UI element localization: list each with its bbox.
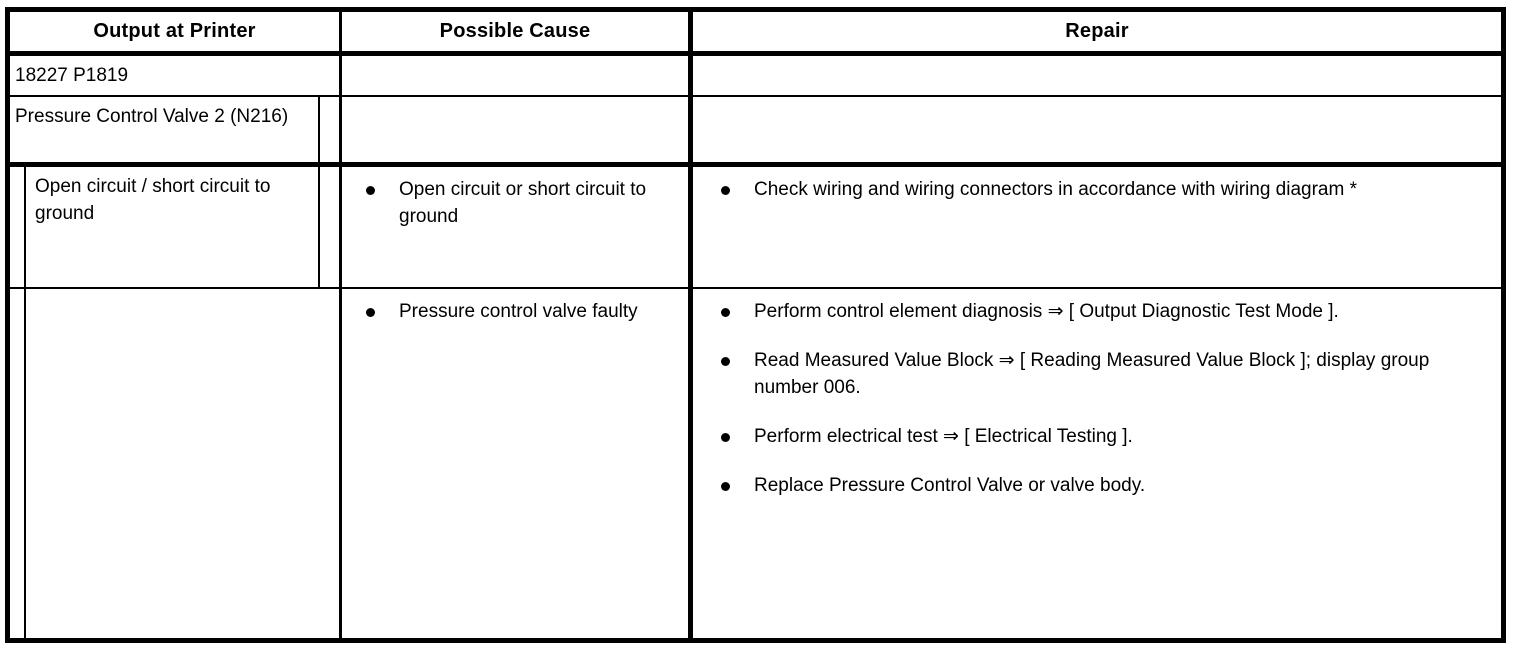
cell-output-at-printer: 18227 P1819 xyxy=(10,56,339,95)
list-item-label: Perform control element diagnosis ⇒ [ Ou… xyxy=(754,301,1339,322)
table-row: Pressure control valve faulty Perform co… xyxy=(10,289,1501,638)
bullet-icon xyxy=(721,186,730,195)
column-subdivider xyxy=(318,167,320,287)
cell-possible-cause xyxy=(339,97,688,162)
list-item: Open circuit or short circuit to ground xyxy=(364,176,680,230)
repair-list: Check wiring and wiring connectors in ac… xyxy=(693,167,1501,225)
bullet-icon xyxy=(721,357,730,366)
cell-repair xyxy=(688,56,1501,95)
column-subdivider-left xyxy=(24,289,26,638)
cell-output-at-printer xyxy=(10,289,339,638)
list-item-label: Check wiring and wiring connectors in ac… xyxy=(754,179,1357,200)
cell-repair: Check wiring and wiring connectors in ac… xyxy=(688,167,1501,287)
list-item: Perform electrical test ⇒ [ Electrical T… xyxy=(719,423,1493,450)
table-row: Open circuit / short circuit to ground O… xyxy=(10,167,1501,289)
possible-cause-list: Pressure control valve faulty xyxy=(342,289,688,325)
component-name-text: Pressure Control Valve 2 (N216) xyxy=(15,106,289,127)
list-item: Perform control element diagnosis ⇒ [ Ou… xyxy=(719,298,1493,325)
column-header-output-at-printer: Output at Printer xyxy=(93,20,256,42)
list-item: Read Measured Value Block ⇒ [ Reading Me… xyxy=(719,347,1493,401)
possible-cause-list: Open circuit or short circuit to ground xyxy=(342,167,688,230)
bullet-icon xyxy=(721,482,730,491)
bullet-icon xyxy=(366,308,375,317)
bullet-icon xyxy=(721,308,730,317)
list-item: Check wiring and wiring connectors in ac… xyxy=(719,176,1493,203)
cell-repair xyxy=(688,97,1501,162)
table-row: 18227 P1819 xyxy=(10,56,1501,97)
table-row: Pressure Control Valve 2 (N216) xyxy=(10,97,1501,167)
fault-description-text: Open circuit / short circuit to ground xyxy=(35,176,271,224)
bullet-icon xyxy=(721,433,730,442)
column-subdivider xyxy=(318,97,320,162)
cell-possible-cause: Pressure control valve faulty xyxy=(339,289,688,638)
list-item-label: Replace Pressure Control Valve or valve … xyxy=(754,475,1146,496)
cell-possible-cause xyxy=(339,56,688,95)
table-header-row: Output at Printer Possible Cause Repair xyxy=(10,12,1501,56)
cell-output-at-printer: Open circuit / short circuit to ground xyxy=(10,167,339,287)
list-item-label: Pressure control valve faulty xyxy=(399,301,638,322)
list-item-label: Open circuit or short circuit to ground xyxy=(399,179,647,227)
column-header-possible-cause: Possible Cause xyxy=(339,12,688,51)
column-header-repair: Repair xyxy=(688,12,1501,51)
list-item-label: Perform electrical test ⇒ [ Electrical T… xyxy=(754,426,1133,447)
column-subdivider-left xyxy=(24,167,26,287)
bullet-icon xyxy=(366,186,375,195)
repair-list: Perform control element diagnosis ⇒ [ Ou… xyxy=(693,289,1501,521)
fault-diagnosis-table: Output at Printer Possible Cause Repair … xyxy=(5,7,1506,643)
cell-possible-cause: Open circuit or short circuit to ground xyxy=(339,167,688,287)
fault-code-text: 18227 P1819 xyxy=(15,65,129,86)
list-item: Replace Pressure Control Valve or valve … xyxy=(719,472,1493,499)
cell-repair: Perform control element diagnosis ⇒ [ Ou… xyxy=(688,289,1501,638)
list-item-label: Read Measured Value Block ⇒ [ Reading Me… xyxy=(754,350,1430,398)
cell-output-at-printer: Pressure Control Valve 2 (N216) xyxy=(10,97,339,162)
list-item: Pressure control valve faulty xyxy=(364,298,680,325)
